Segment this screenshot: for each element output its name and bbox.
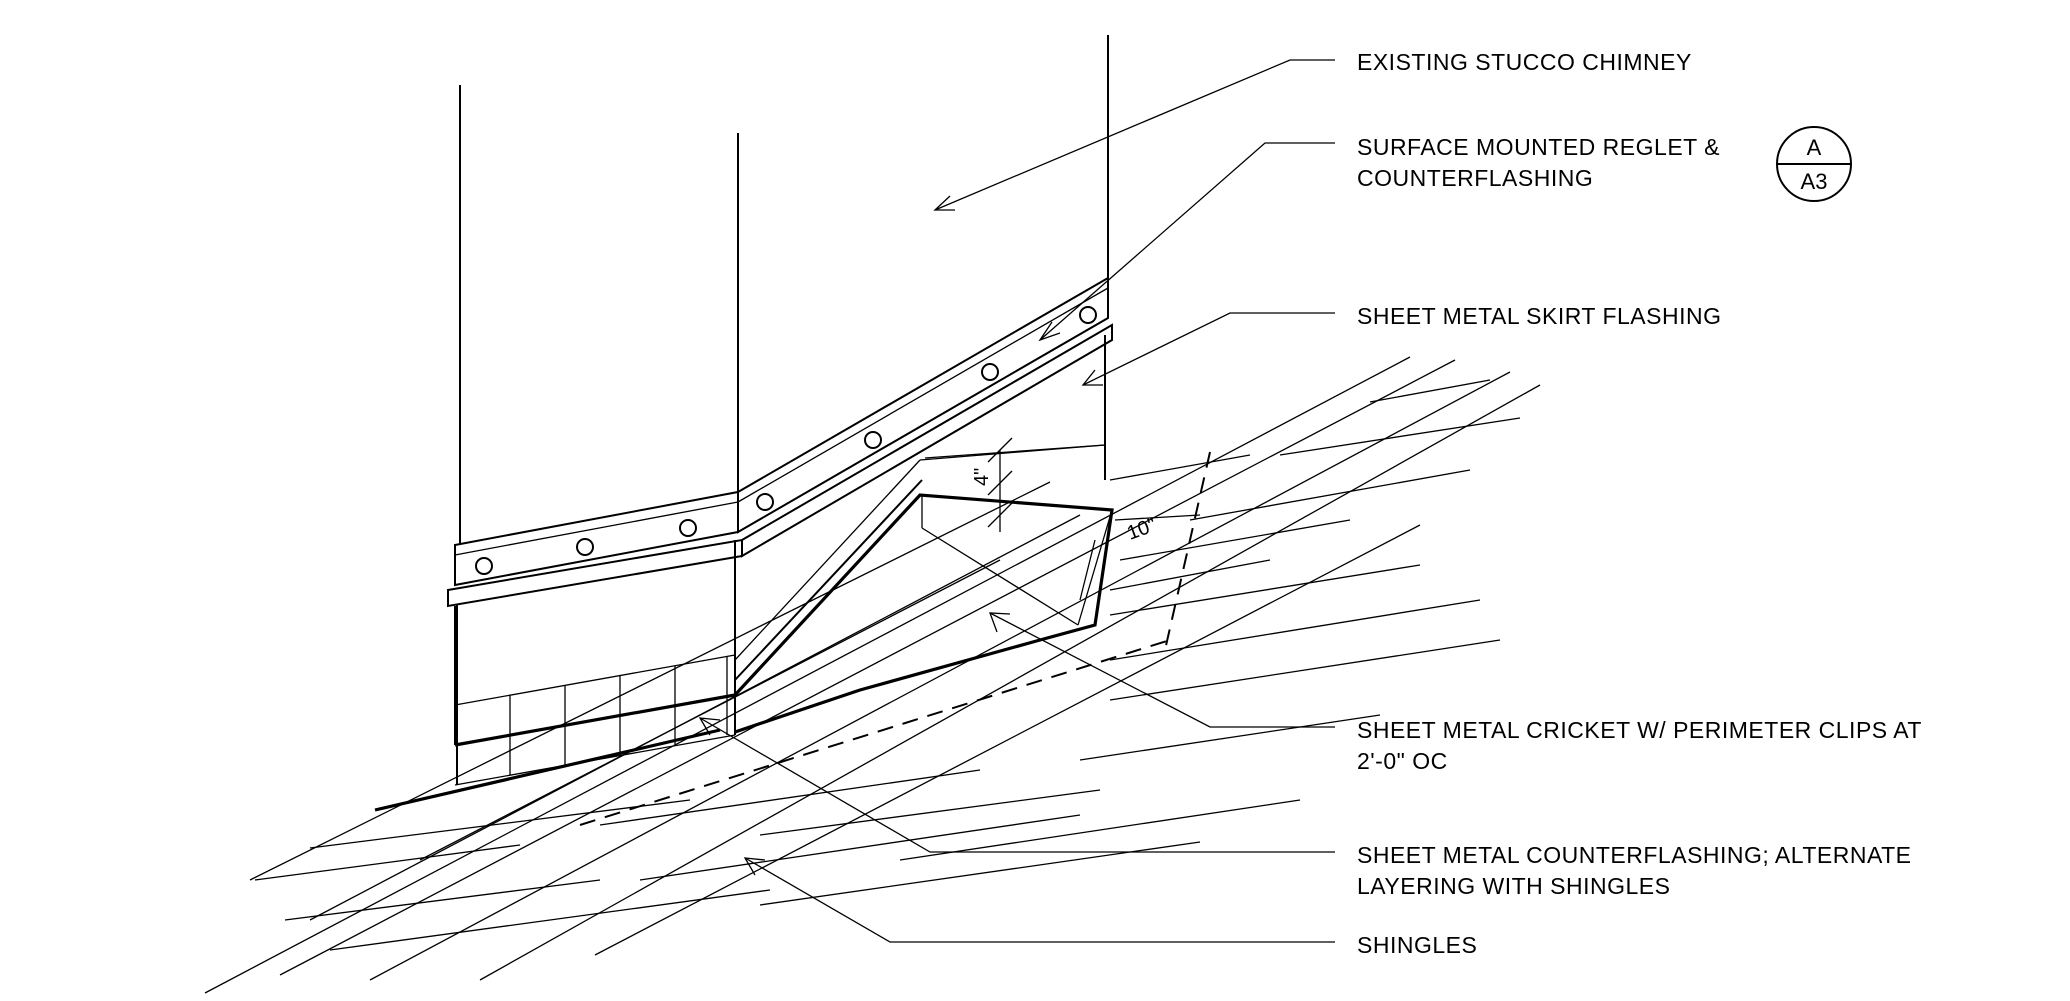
detail-reference-tag: A A3 [1776,126,1852,202]
label-counterflashing-line-1: SHEET METAL COUNTERFLASHING; ALTERNATE [1357,842,1911,868]
label-shingles: SHINGLES [1357,932,1477,958]
sheet-metal-cricket [733,444,1114,734]
detail-tag-letter: A [1807,135,1822,160]
leader-lines [698,59,1335,943]
label-skirt-flashing: SHEET METAL SKIRT FLASHING [1357,303,1721,329]
label-cricket-line-2: 2'-0" OC [1357,748,1448,774]
label-reglet-line-2: COUNTERFLASHING [1357,165,1593,191]
label-cricket-line-1: SHEET METAL CRICKET W/ PERIMETER CLIPS A… [1357,717,1922,743]
label-reglet-line-1: SURFACE MOUNTED REGLET & [1357,134,1720,160]
detail-tag-sheet: A3 [1801,169,1828,194]
label-existing-stucco-chimney: EXISTING STUCCO CHIMNEY [1357,49,1692,75]
roof-shingles [204,356,1541,994]
label-counterflashing-line-2: LAYERING WITH SHINGLES [1357,873,1670,899]
callout-labels: EXISTING STUCCO CHIMNEY SURFACE MOUNTED … [1357,49,1922,958]
skirt-flashing [447,323,1113,786]
surface-mounted-reglet [454,276,1109,587]
dimension-4-inch: 4" [971,468,993,486]
